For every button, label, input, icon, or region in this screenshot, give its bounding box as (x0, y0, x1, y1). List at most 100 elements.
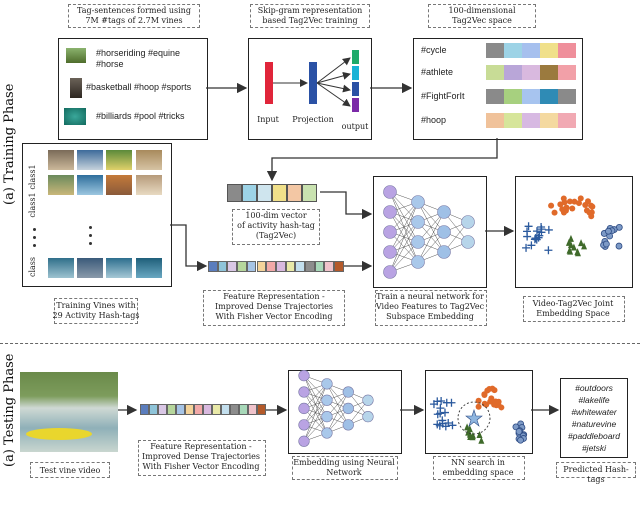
arrow-vector-to-nn (320, 191, 373, 220)
scatter-dot (551, 209, 558, 216)
vine-thumbnail (48, 150, 74, 170)
feature-cell (203, 404, 212, 415)
joint-caption-box (523, 296, 625, 322)
predicted-tag: #whitewater (571, 407, 617, 417)
scatter-star (436, 409, 445, 418)
tag-vector-cell (486, 65, 504, 80)
predicted-caption: Predicted Hash-tags (563, 465, 629, 484)
vine-thumbnail (106, 175, 132, 195)
tag-vector-cell (558, 43, 576, 58)
vine-thumbnail (77, 150, 103, 170)
scatter-triangle (476, 430, 483, 438)
scatter-dot (583, 207, 590, 214)
tag-sentences-caption-1: Tag-sentences formed using (77, 6, 191, 15)
net-node (321, 394, 333, 406)
predicted-caption-box (556, 462, 636, 478)
skipgram-edges (273, 57, 351, 107)
tag-sentences-caption-box (68, 4, 200, 28)
tag-vector-cell (522, 89, 540, 104)
ellipsis-dot (33, 244, 36, 247)
feature-cell (140, 404, 149, 415)
ellipsis-dot (33, 236, 36, 239)
training-vines-caption-box (54, 298, 138, 324)
vector-cell (227, 184, 242, 202)
net-node (461, 215, 475, 229)
scatter-triangle (466, 425, 473, 433)
nn-search-radius (457, 401, 491, 435)
nn-train-caption-1: Train a neural network for (376, 292, 484, 301)
scatter-dot (492, 398, 499, 405)
net-node (342, 402, 354, 415)
nn-train-caption-3: Subspace Embedding (386, 312, 474, 321)
scatter-dot (588, 213, 595, 220)
net-node (298, 435, 310, 447)
training-vines-caption-1: Training Vines with (56, 301, 136, 310)
tag-vector-cell (504, 113, 522, 128)
scatter-ring (615, 242, 623, 250)
scatter-star (524, 222, 533, 231)
tag-vector-cell (540, 65, 558, 80)
scatter-star (534, 233, 543, 242)
vector-cell (272, 184, 287, 202)
tag-vector-cell (486, 113, 504, 128)
nn-test-caption-1: Embedding using Neural (293, 458, 395, 467)
scatter-star (440, 408, 449, 417)
vector-caption-2: of activity hash-tag (237, 221, 315, 230)
tag-vector-cell (540, 43, 558, 58)
net-node (342, 386, 354, 398)
vine-thumbnail (106, 258, 132, 278)
nn-train-caption-box (375, 290, 487, 326)
net-edge (389, 201, 419, 273)
tag-vector-cell (558, 113, 576, 128)
hashtag-example-1b: #horse (96, 59, 124, 69)
feature-cell (295, 261, 305, 272)
scatter-triangle (567, 247, 574, 255)
feature-cell (334, 261, 344, 272)
feature-cell (285, 261, 296, 272)
scatter-dot (475, 403, 482, 410)
scatter-ring (605, 227, 612, 235)
scatter-dot (486, 385, 493, 392)
net-node (411, 195, 425, 209)
tag-vector-label-fightforit: #FightForIt (421, 91, 465, 101)
ellipsis-dot (33, 228, 36, 231)
scatter-triangle (567, 241, 574, 249)
net-node (383, 265, 397, 279)
tag-vector-cell (504, 89, 522, 104)
test-video-caption: Test vine video (39, 466, 101, 475)
skipgram-output-bar-4 (352, 98, 359, 112)
feature-test-caption-2: Improved Dense Trajectories (142, 452, 260, 461)
feature-cell (239, 404, 248, 415)
ellipsis-dot (89, 242, 92, 245)
tag-vector-label-athlete: #athlete (421, 67, 454, 77)
scatter-star (530, 235, 539, 244)
feature-train-caption-2: Improved Dense Trajectories (215, 302, 333, 311)
feature-cell (305, 261, 315, 272)
scatter-star (523, 232, 532, 241)
scatter-triangle (574, 248, 581, 256)
feature-test-caption-box (138, 440, 266, 476)
vine-thumbnail (77, 175, 103, 195)
tag-vector-cell (558, 65, 576, 80)
scatter-ring (515, 428, 523, 435)
skipgram-output-bar-2 (352, 66, 359, 80)
tag-vector-cell (522, 113, 540, 128)
net-node (437, 245, 451, 259)
net-node (298, 370, 310, 382)
vine-thumbnail (48, 175, 74, 195)
tag-vector-label-hoop: #hoop (421, 115, 447, 125)
predicted-tag: #outdoors (575, 383, 613, 393)
feature-cell (227, 261, 238, 272)
basketball-thumbnail (70, 78, 82, 98)
billiards-thumbnail (64, 108, 86, 125)
predicted-tag: #lakelife (578, 395, 610, 405)
space-caption-box (428, 4, 536, 28)
scatter-dot (483, 401, 490, 408)
feature-test-caption-1: Feature Representation - (150, 442, 252, 451)
hashtag-example-1a: #horseriding #equine (96, 48, 181, 58)
net-node (298, 402, 310, 415)
net-node (298, 419, 310, 431)
scatter-dot (491, 387, 498, 394)
feature-cell (221, 404, 230, 415)
feature-cell (149, 404, 158, 415)
